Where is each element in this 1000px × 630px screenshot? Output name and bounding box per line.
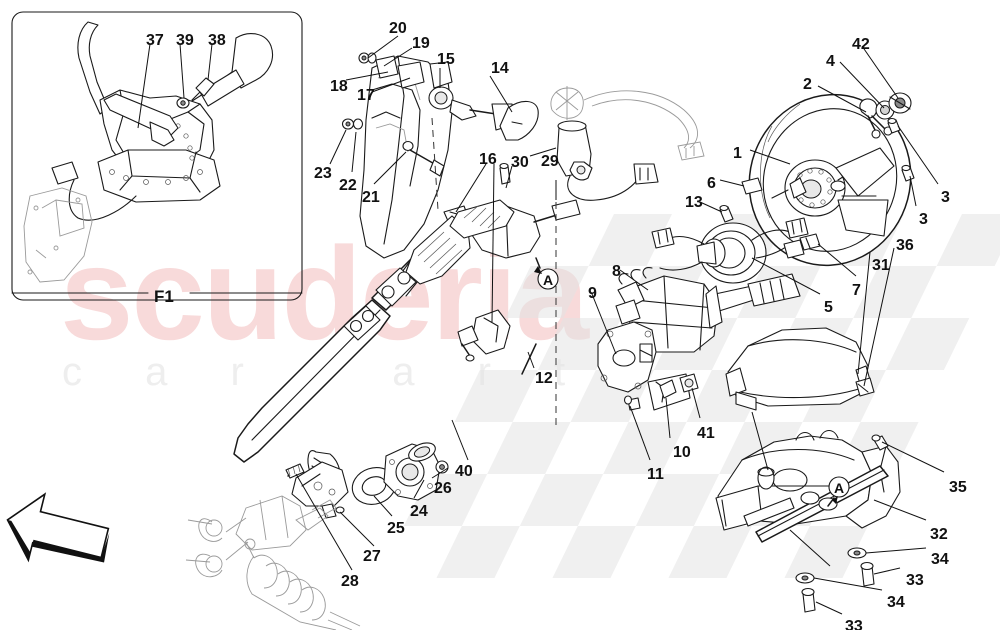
callout-21: 21	[362, 189, 380, 206]
steering-rack-ghost	[185, 495, 361, 630]
callout-37: 37	[146, 32, 164, 49]
callout-17: 17	[357, 87, 375, 104]
reference-marker-a-1: A	[534, 257, 559, 290]
callout-9: 9	[588, 285, 597, 302]
callout-20: 20	[389, 20, 407, 37]
callout-42: 42	[852, 36, 870, 53]
callout-12: 12	[535, 370, 553, 387]
upper-shroud	[725, 327, 875, 411]
leader-lines	[295, 35, 945, 615]
callout-27: 27	[363, 548, 381, 565]
callout-38: 38	[208, 32, 226, 49]
callout-8: 8	[612, 263, 621, 280]
callout-40: 40	[455, 463, 473, 480]
callout-41: 41	[697, 425, 715, 442]
callout-19: 19	[412, 35, 430, 52]
column-jacket-and-shaft	[233, 199, 581, 519]
lower-shroud	[715, 429, 901, 613]
callout-34: 34	[931, 551, 949, 568]
callout-3b: 3	[919, 211, 928, 228]
inset-title: F1	[154, 287, 174, 306]
callout-35: 35	[949, 479, 967, 496]
inset-frame	[11, 11, 303, 301]
steering-lock-assembly	[499, 86, 705, 201]
callout-2: 2	[803, 76, 812, 93]
callout-3: 3	[941, 189, 950, 206]
callout-14: 14	[491, 60, 509, 77]
callout-31: 31	[872, 257, 890, 274]
callout-25: 25	[387, 520, 405, 537]
svg-text:A: A	[834, 480, 844, 496]
callout-34b: 34	[887, 594, 905, 611]
callout-26: 26	[434, 480, 452, 497]
callout-16: 16	[479, 151, 497, 168]
callout-11: 11	[647, 466, 664, 483]
callout-22: 22	[339, 177, 357, 194]
callout-36: 36	[896, 237, 914, 254]
callout-5: 5	[824, 299, 833, 316]
inset-paddle-assembly	[23, 21, 274, 283]
callout-30: 30	[511, 154, 529, 171]
callout-32: 32	[930, 526, 948, 543]
direction-arrow	[6, 492, 110, 563]
callout-15: 15	[437, 51, 455, 68]
callout-1: 1	[733, 145, 742, 162]
callout-4: 4	[826, 53, 835, 70]
callout-39: 39	[176, 32, 194, 49]
callout-18: 18	[330, 78, 348, 95]
callout-7: 7	[852, 282, 861, 299]
callout-10: 10	[673, 444, 691, 461]
callout-13: 13	[685, 194, 703, 211]
reference-marker-a-2: A	[827, 476, 850, 507]
callout-33b: 33	[845, 618, 863, 630]
svg-text:A: A	[543, 272, 553, 288]
callout-28: 28	[341, 573, 359, 590]
callout-24: 24	[410, 503, 428, 520]
clock-spring-and-switches	[555, 177, 821, 430]
callout-6: 6	[707, 175, 716, 192]
callout-23: 23	[314, 165, 332, 182]
callout-29: 29	[541, 153, 559, 170]
callout-33: 33	[906, 572, 924, 589]
